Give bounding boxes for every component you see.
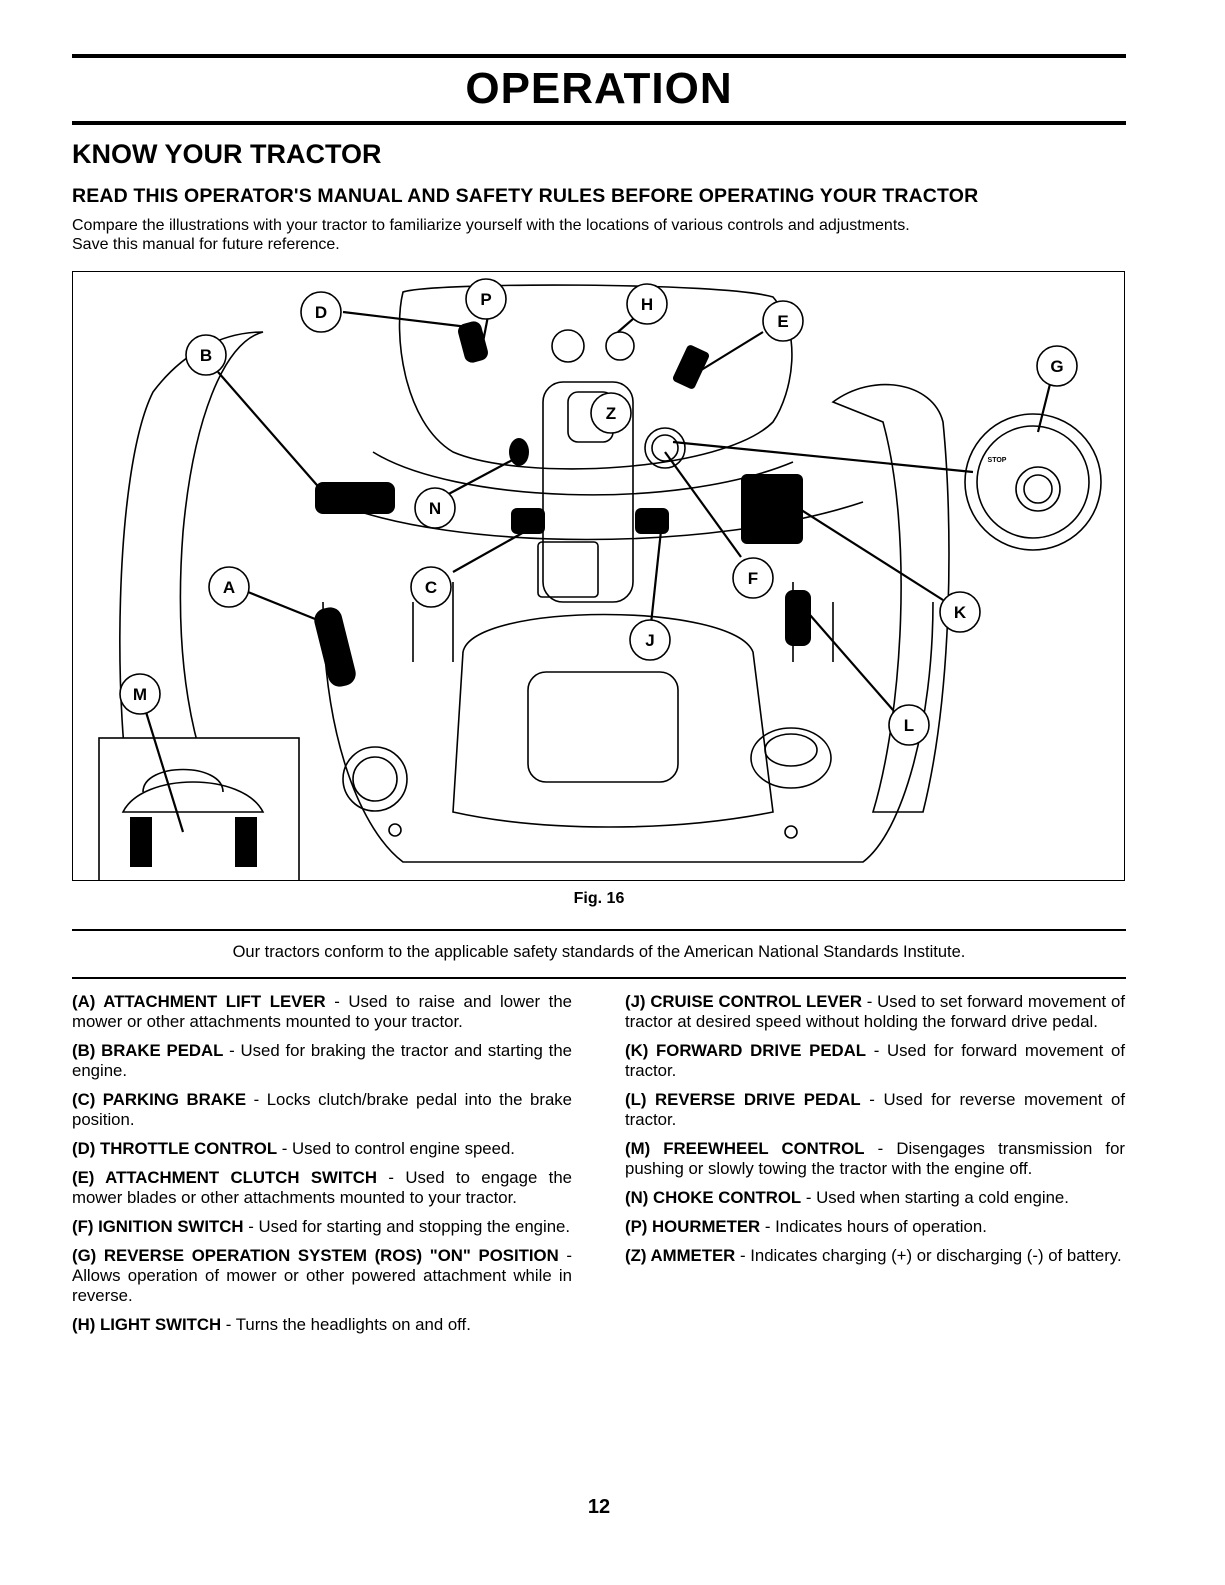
title-rule bbox=[72, 121, 1126, 125]
svg-text:H: H bbox=[641, 295, 653, 314]
legend-left-column: (A) ATTACHMENT LIFT LEVER - Used to rais… bbox=[72, 992, 572, 1344]
right-rear-wheel bbox=[831, 383, 950, 813]
svg-text:B: B bbox=[200, 346, 212, 365]
callout-g: G bbox=[1036, 345, 1078, 387]
legend-item: (J) CRUISE CONTROL LEVER - Used to set f… bbox=[625, 992, 1125, 1031]
ignition-dial-inset bbox=[964, 413, 1102, 551]
legend-item: (G) REVERSE OPERATION SYSTEM (ROS) "ON" … bbox=[72, 1246, 572, 1305]
callout-a: A bbox=[208, 566, 250, 608]
tractor-controls-figure: A B C D E F G H J K L M N P Z STOP bbox=[72, 271, 1125, 881]
parking-brake-knob bbox=[511, 508, 545, 534]
callout-n: N bbox=[414, 487, 456, 529]
callout-l: L bbox=[888, 704, 930, 746]
callout-b: B bbox=[185, 334, 227, 376]
top-rule bbox=[72, 54, 1126, 58]
callout-h: H bbox=[626, 283, 668, 325]
svg-text:M: M bbox=[133, 685, 147, 704]
legend-item: (K) FORWARD DRIVE PEDAL - Used for forwa… bbox=[625, 1041, 1125, 1080]
svg-text:D: D bbox=[315, 303, 327, 322]
legend-item: (E) ATTACHMENT CLUTCH SWITCH - Used to e… bbox=[72, 1168, 572, 1207]
legend-item: (A) ATTACHMENT LIFT LEVER - Used to rais… bbox=[72, 992, 572, 1031]
page-number: 12 bbox=[587, 1496, 611, 1518]
ignition-stop-label: STOP bbox=[988, 457, 1007, 464]
callout-k: K bbox=[939, 591, 981, 633]
legend-right-column: (J) CRUISE CONTROL LEVER - Used to set f… bbox=[625, 992, 1125, 1275]
svg-text:E: E bbox=[777, 312, 788, 331]
legend-item: (H) LIGHT SWITCH - Turns the headlights … bbox=[72, 1315, 471, 1334]
svg-text:F: F bbox=[748, 569, 758, 588]
legend-item: (D) THROTTLE CONTROL - Used to control e… bbox=[72, 1139, 515, 1158]
callout-d: D bbox=[300, 291, 342, 333]
forward-pedal-shape bbox=[741, 474, 803, 544]
callout-c: C bbox=[410, 566, 452, 608]
clutch-switch-shape bbox=[672, 345, 710, 389]
freewheel-inset bbox=[98, 737, 300, 880]
legend-item: (M) FREEWHEEL CONTROL - Disengages trans… bbox=[625, 1139, 1125, 1178]
svg-text:A: A bbox=[223, 578, 235, 597]
seat-pan bbox=[527, 671, 679, 783]
fuel-cap bbox=[342, 746, 408, 812]
svg-text:N: N bbox=[429, 499, 441, 518]
ignition-switch bbox=[644, 427, 686, 469]
legend-item: (P) HOURMETER - Indicates hours of opera… bbox=[625, 1217, 987, 1236]
svg-text:K: K bbox=[954, 603, 967, 622]
callout-p: P bbox=[465, 278, 507, 320]
tractor-illustration: A B C D E F G H J K L M N P Z STOP bbox=[98, 278, 1102, 880]
svg-text:P: P bbox=[480, 290, 491, 309]
cup-holder bbox=[750, 727, 832, 789]
intro-paragraph: Compare the illustrations with your trac… bbox=[72, 216, 1132, 254]
svg-text:C: C bbox=[425, 578, 437, 597]
legend-item: (C) PARKING BRAKE - Locks clutch/brake p… bbox=[72, 1090, 572, 1129]
callout-z: Z bbox=[590, 392, 632, 434]
throttle-knob bbox=[458, 321, 488, 363]
brake-pedal-shape bbox=[315, 482, 395, 514]
legend-item: (F) IGNITION SWITCH - Used for starting … bbox=[72, 1217, 571, 1236]
callout-f: F bbox=[732, 557, 774, 599]
section-title: KNOW YOUR TRACTOR bbox=[72, 139, 382, 169]
svg-text:J: J bbox=[645, 631, 654, 650]
standards-note: Our tractors conform to the applicable s… bbox=[232, 943, 966, 961]
callout-e: E bbox=[762, 300, 804, 342]
standards-bottom-rule bbox=[72, 977, 1126, 979]
ammeter-gauge bbox=[605, 331, 635, 361]
callout-j: J bbox=[629, 619, 671, 661]
page-title: OPERATION bbox=[465, 64, 733, 113]
svg-text:Z: Z bbox=[606, 404, 616, 423]
callout-m: M bbox=[119, 673, 161, 715]
tractor-body bbox=[322, 601, 934, 863]
reverse-pedal-shape bbox=[785, 590, 811, 646]
intro-line-1: Compare the illustrations with your trac… bbox=[72, 217, 910, 234]
dash-panel bbox=[398, 284, 793, 470]
svg-text:L: L bbox=[904, 716, 914, 735]
intro-line-2: Save this manual for future reference. bbox=[72, 236, 340, 253]
lift-lever-grip bbox=[314, 607, 356, 687]
steering-column bbox=[542, 381, 634, 603]
standards-top-rule bbox=[72, 929, 1126, 931]
choke-knob bbox=[509, 438, 529, 466]
legend-item: (L) REVERSE DRIVE PEDAL - Used for rever… bbox=[625, 1090, 1126, 1129]
subtitle: READ THIS OPERATOR'S MANUAL AND SAFETY R… bbox=[72, 185, 979, 207]
figure-caption: Fig. 16 bbox=[573, 890, 625, 907]
legend-item: (B) BRAKE PEDAL - Used for braking the t… bbox=[72, 1041, 572, 1080]
cruise-knob bbox=[635, 508, 669, 534]
legend-item: (Z) AMMETER - Indicates charging (+) or … bbox=[625, 1246, 1122, 1265]
svg-text:G: G bbox=[1050, 357, 1063, 376]
legend-item: (N) CHOKE CONTROL - Used when starting a… bbox=[625, 1188, 1069, 1207]
hourmeter-gauge bbox=[551, 329, 585, 363]
